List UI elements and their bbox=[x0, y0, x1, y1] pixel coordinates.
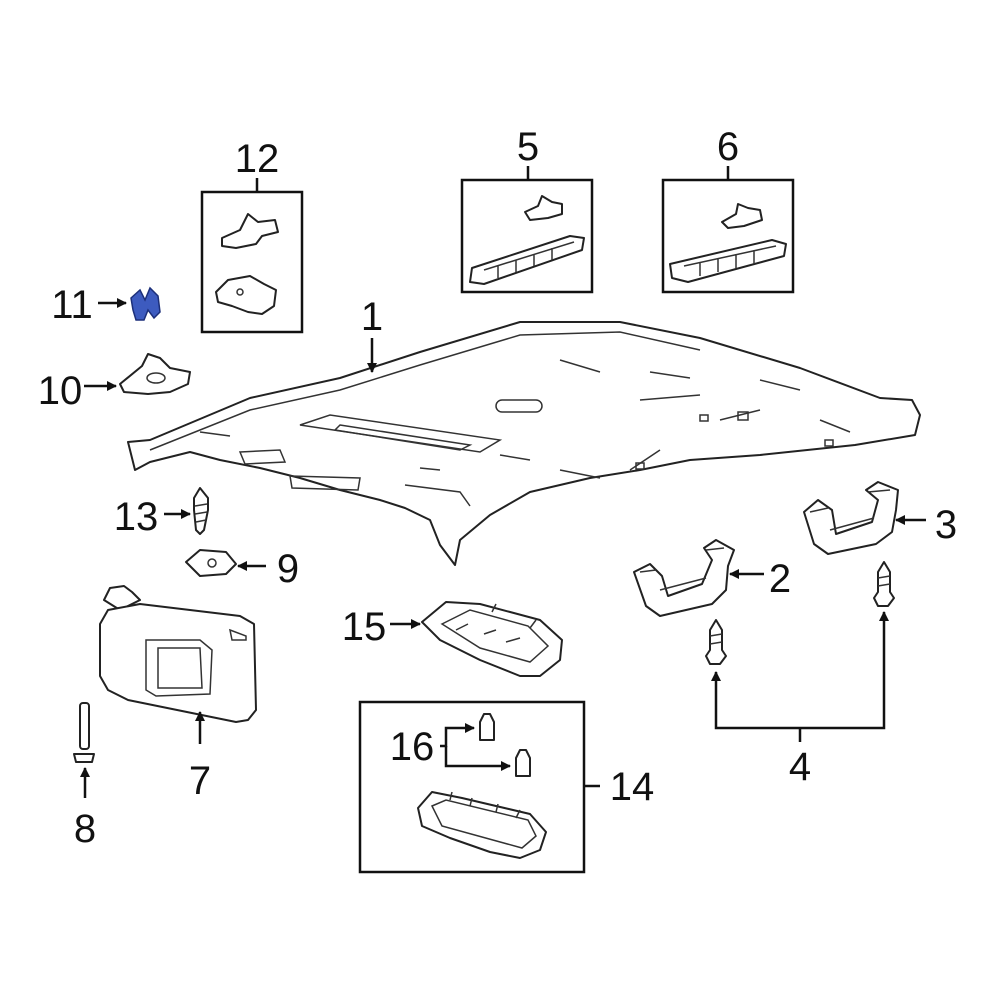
screw-4b-part[interactable] bbox=[873, 561, 895, 607]
screw-8-part[interactable] bbox=[73, 702, 95, 763]
callout-2: 2 bbox=[769, 557, 791, 601]
callout-4: 4 bbox=[789, 745, 811, 789]
callout-1: 1 bbox=[361, 295, 383, 339]
bracket-12-lower-part[interactable] bbox=[215, 275, 277, 315]
callout-11: 11 bbox=[51, 283, 93, 327]
callout-5: 5 bbox=[517, 125, 539, 169]
pad-9-part[interactable] bbox=[185, 549, 237, 577]
callout-16: 16 bbox=[390, 725, 435, 769]
dome-lamp-14-part[interactable] bbox=[417, 791, 547, 859]
callout-3: 3 bbox=[935, 503, 957, 547]
dome-lamp-15-part[interactable] bbox=[421, 601, 563, 677]
hook-10-part[interactable] bbox=[119, 353, 191, 395]
garnish-5-part[interactable] bbox=[469, 195, 585, 285]
callout-9: 9 bbox=[277, 547, 299, 591]
bulb-16a-part[interactable] bbox=[479, 713, 495, 741]
screw-4a-part[interactable] bbox=[705, 619, 727, 665]
headliner-part[interactable] bbox=[127, 321, 921, 566]
grab-handle-2-part[interactable] bbox=[633, 539, 735, 617]
sun-visor-7-part[interactable] bbox=[99, 585, 257, 723]
bulb-16b-part[interactable] bbox=[515, 749, 531, 777]
pin-13-part[interactable] bbox=[193, 487, 209, 535]
clip-11-part[interactable] bbox=[130, 286, 161, 321]
callout-7: 7 bbox=[189, 759, 211, 803]
leader-16b bbox=[444, 746, 511, 771]
callout-12: 12 bbox=[235, 137, 280, 181]
part-12-box bbox=[200, 190, 304, 334]
leader-4a bbox=[711, 671, 800, 730]
bracket-12-upper-part[interactable] bbox=[221, 213, 279, 249]
leader-16a bbox=[440, 723, 475, 748]
callout-14: 14 bbox=[610, 765, 655, 809]
leader-4b bbox=[800, 611, 889, 730]
callout-6: 6 bbox=[717, 125, 739, 169]
callout-8: 8 bbox=[74, 807, 96, 851]
grab-handle-3-part[interactable] bbox=[803, 481, 899, 555]
garnish-6-part[interactable] bbox=[669, 203, 787, 283]
callout-10: 10 bbox=[38, 369, 83, 413]
callout-15: 15 bbox=[342, 605, 387, 649]
callout-13: 13 bbox=[114, 495, 159, 539]
